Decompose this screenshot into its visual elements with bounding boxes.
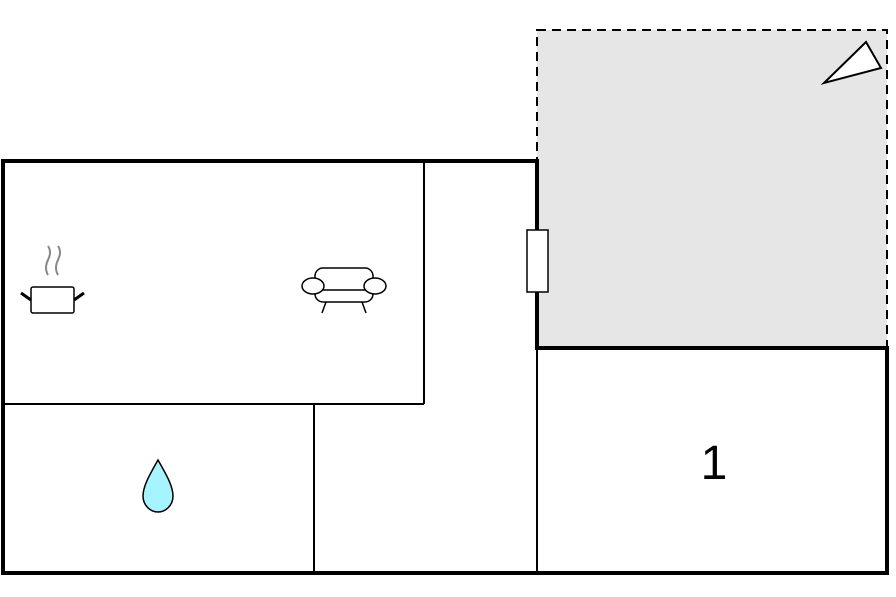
sofa-icon — [301, 267, 387, 314]
terrace-indicator-icon — [820, 40, 883, 85]
kitchen-pot-icon — [20, 245, 85, 314]
door-icon — [526, 229, 549, 293]
room-label-bedroom: 1 — [701, 437, 728, 490]
water-drop-icon — [142, 458, 174, 513]
terrace-area — [536, 29, 888, 349]
